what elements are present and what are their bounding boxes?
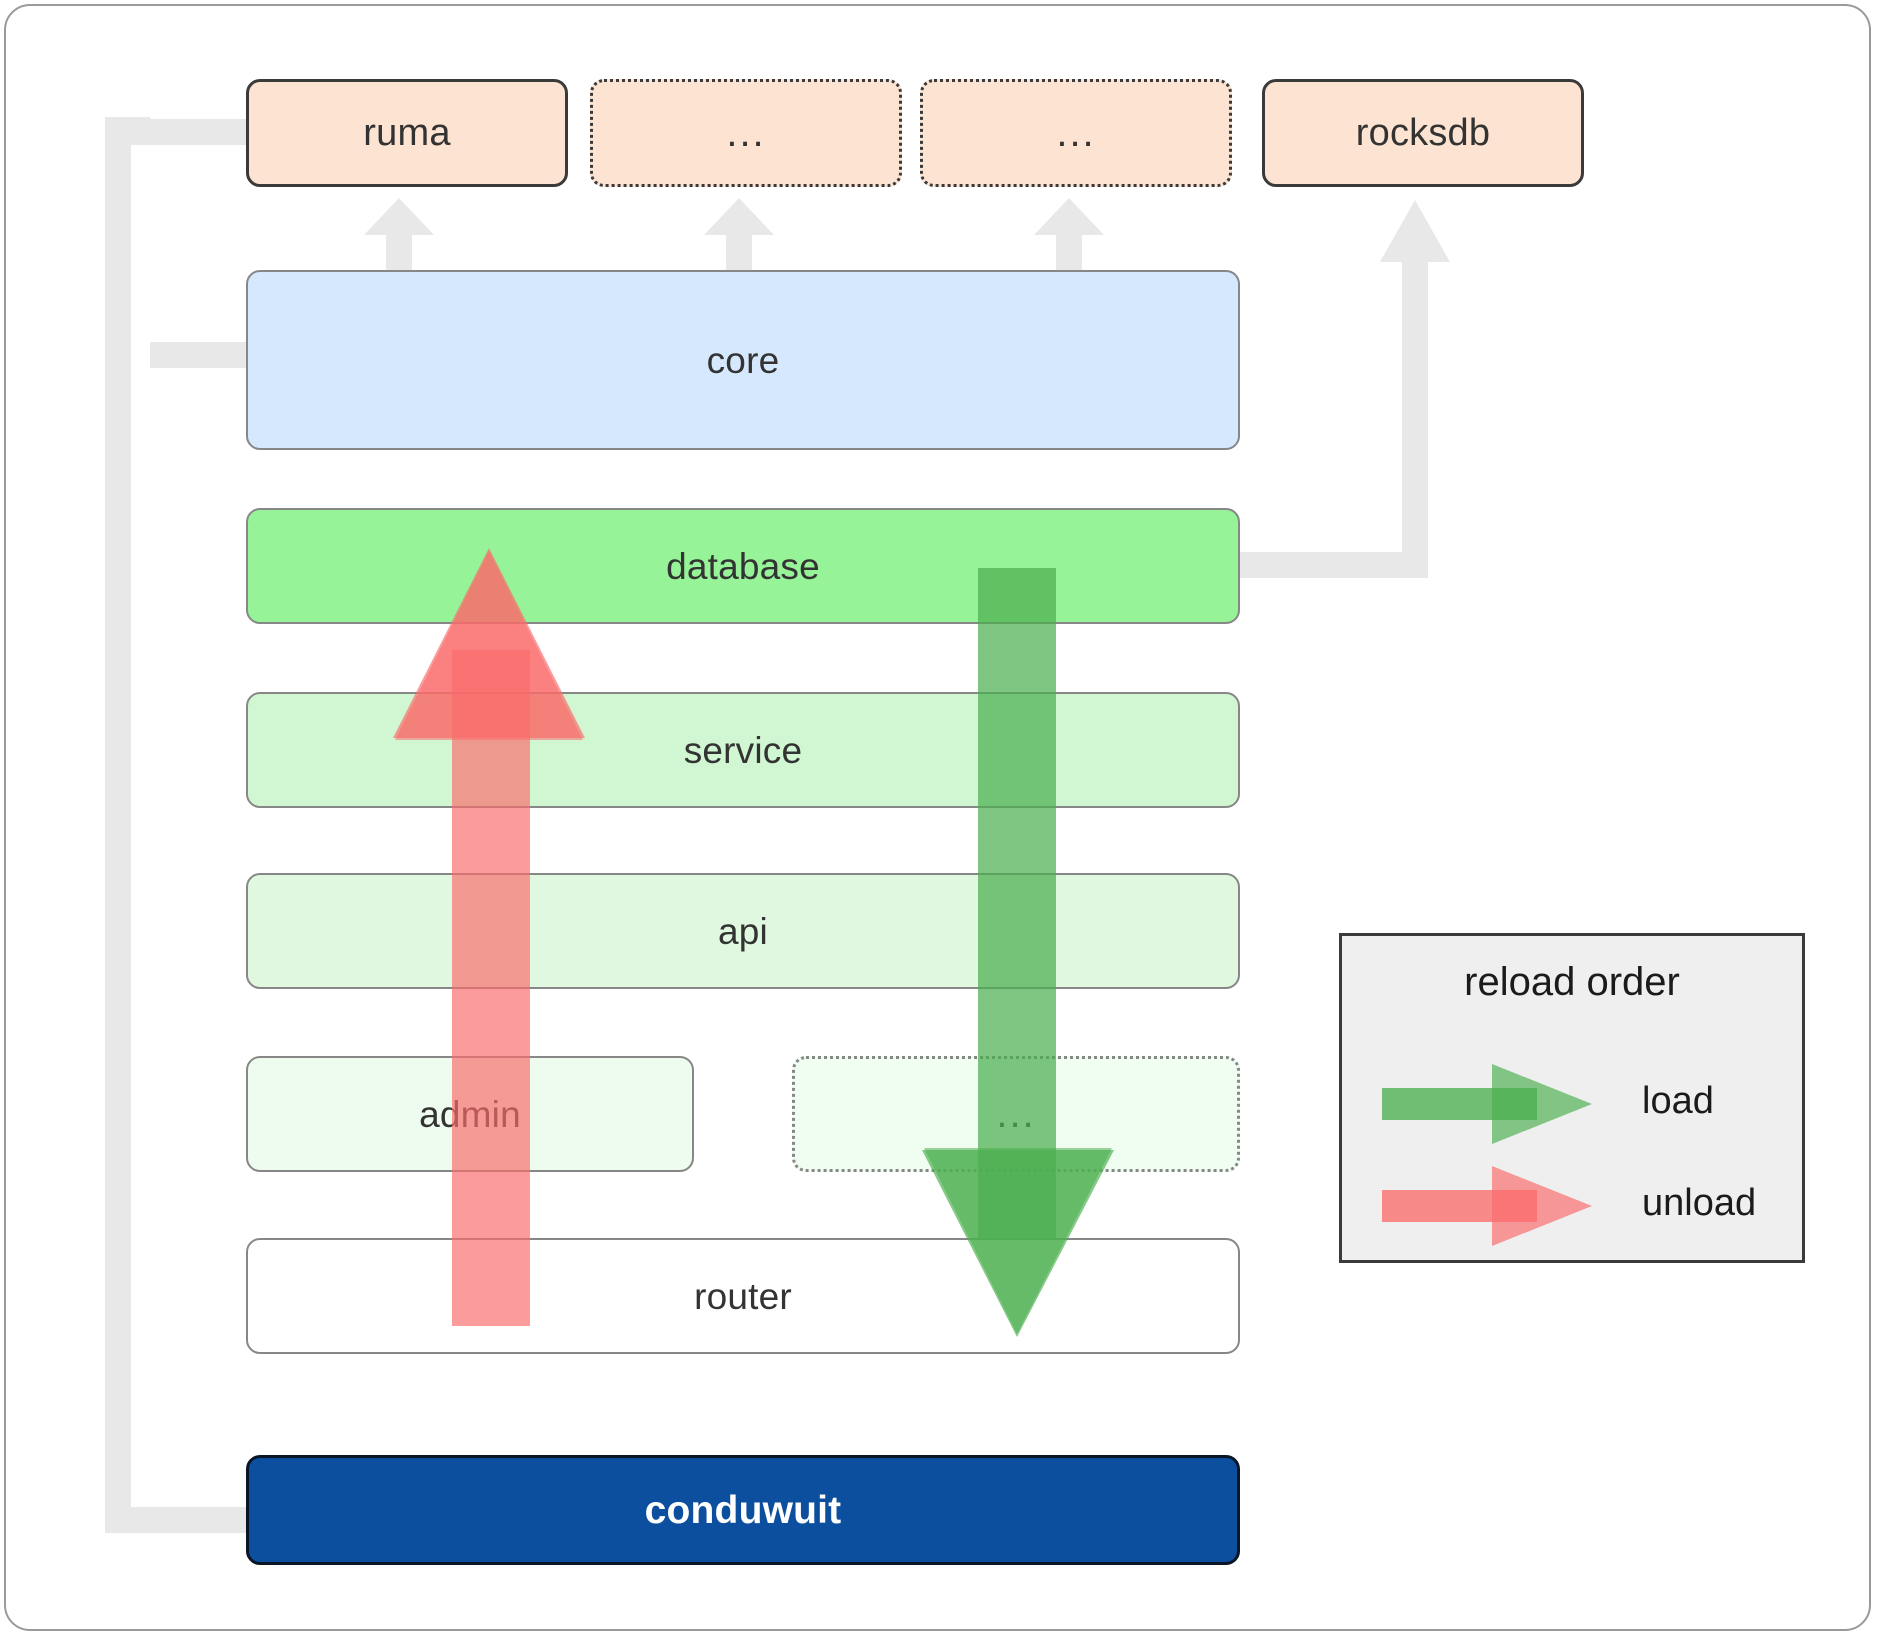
layer-label-service: service	[683, 729, 803, 771]
unload-arrow-icon	[1382, 1166, 1592, 1246]
legend-label-load: load	[1642, 1080, 1714, 1122]
layer-label-router: router	[694, 1275, 792, 1317]
layer-box-database[interactable]: database	[246, 508, 1240, 624]
dependency-box-rocksdb[interactable]: rocksdb	[1262, 79, 1584, 187]
binary-box-conduwuit[interactable]: conduwuit	[246, 1455, 1240, 1565]
dependency-box-ellipsis-2[interactable]: ...	[920, 79, 1232, 187]
dependency-label-ellipsis-1: ...	[726, 111, 766, 155]
layer-label-api: api	[718, 910, 768, 952]
layer-label-database: database	[666, 545, 820, 587]
layer-label-ellipsis: ...	[996, 1092, 1036, 1136]
layer-box-core[interactable]: core	[246, 270, 1240, 450]
layer-label-core: core	[706, 339, 780, 381]
layer-box-admin[interactable]: admin	[246, 1056, 694, 1172]
layer-box-service[interactable]: service	[246, 692, 1240, 808]
dependency-label-ruma: ruma	[363, 112, 451, 154]
binary-label-conduwuit: conduwuit	[644, 1488, 842, 1532]
layer-box-ellipsis[interactable]: ...	[792, 1056, 1240, 1172]
dependency-box-ruma[interactable]: ruma	[246, 79, 568, 187]
load-arrow-icon	[1382, 1064, 1592, 1144]
dependency-label-ellipsis-2: ...	[1056, 111, 1096, 155]
legend-label-unload: unload	[1642, 1182, 1757, 1224]
legend-row-load: load	[1342, 1058, 1802, 1148]
dependency-box-ellipsis-1[interactable]: ...	[590, 79, 902, 187]
layer-box-router[interactable]: router	[246, 1238, 1240, 1354]
layer-box-api[interactable]: api	[246, 873, 1240, 989]
legend-panel: reload order load unload	[1339, 933, 1805, 1263]
legend-row-unload: unload	[1342, 1160, 1802, 1250]
diagram-frame	[4, 4, 1871, 1631]
dependency-label-rocksdb: rocksdb	[1355, 112, 1491, 154]
legend-title: reload order	[1464, 960, 1680, 1004]
layer-label-admin: admin	[419, 1093, 521, 1135]
